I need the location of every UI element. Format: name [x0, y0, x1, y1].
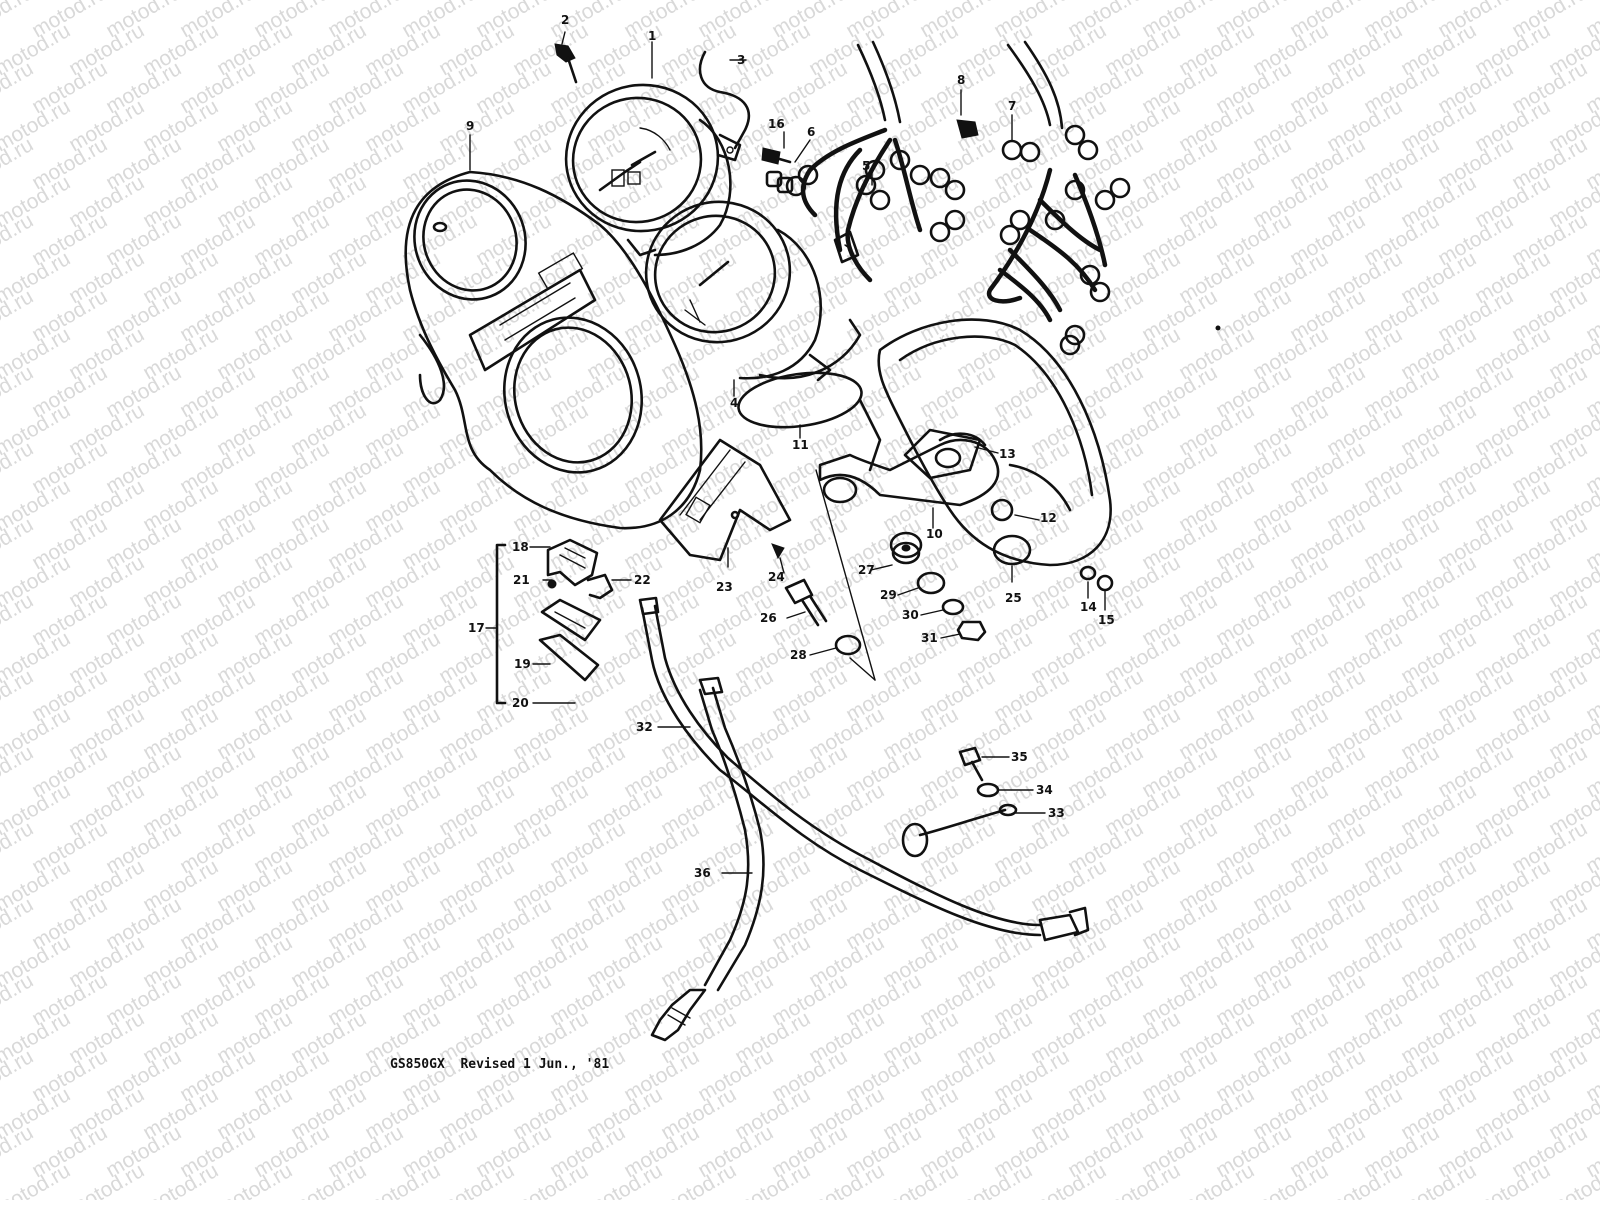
callout-33: 33 [1048, 806, 1065, 820]
callout-14: 14 [1080, 600, 1097, 614]
callout-11: 11 [792, 438, 809, 452]
callout-7: 7 [1008, 99, 1016, 113]
callout-10: 10 [926, 527, 943, 541]
callout-20: 20 [512, 696, 529, 710]
callout-27: 27 [858, 563, 875, 577]
callout-6: 6 [807, 125, 815, 139]
callout-9: 9 [466, 119, 474, 133]
callout-13: 13 [999, 447, 1016, 461]
callout-32: 32 [636, 720, 653, 734]
callout-12: 12 [1040, 511, 1057, 525]
callout-3: 3 [737, 53, 745, 67]
callout-21: 21 [513, 573, 530, 587]
callout-1: 1 [648, 29, 656, 43]
callout-17: 17 [468, 621, 485, 635]
callout-16: 16 [768, 117, 785, 131]
screw-16 [762, 148, 790, 164]
callout-5: 5 [862, 159, 870, 173]
callout-22: 22 [634, 573, 651, 587]
callout-28: 28 [790, 648, 807, 662]
callout-4: 4 [730, 396, 738, 410]
nut-15 [1098, 576, 1112, 590]
callout-36: 36 [694, 866, 711, 880]
callout-26: 26 [760, 611, 777, 625]
callout-19: 19 [514, 657, 531, 671]
callout-30: 30 [902, 608, 919, 622]
callout-23: 23 [716, 580, 733, 594]
callout-25: 25 [1005, 591, 1022, 605]
callout-24: 24 [768, 570, 785, 584]
callout-29: 29 [880, 588, 897, 602]
callout-31: 31 [921, 631, 938, 645]
callout-2: 2 [561, 13, 569, 27]
callout-35: 35 [1011, 750, 1028, 764]
diagram-caption: GS850GX Revised 1 Jun., '81 [390, 1057, 609, 1072]
callout-8: 8 [957, 73, 965, 87]
callout-18: 18 [512, 540, 529, 554]
callout-34: 34 [1036, 783, 1053, 797]
callout-15: 15 [1098, 613, 1115, 627]
